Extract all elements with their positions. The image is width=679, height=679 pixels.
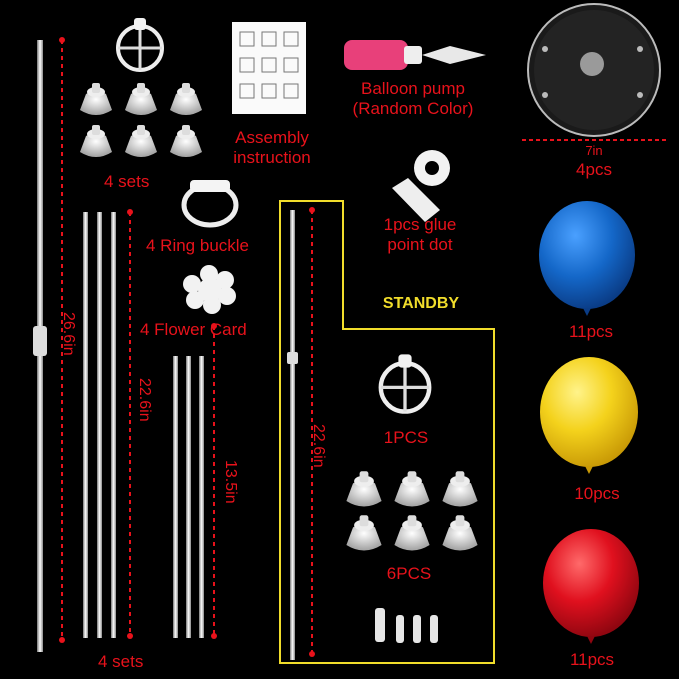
balloon-icon xyxy=(539,201,635,316)
standby-cups-count: 6PCS xyxy=(386,564,432,583)
standby-frame xyxy=(279,200,495,664)
dim-standby-label: 22.6in xyxy=(310,424,327,468)
pole-icon xyxy=(33,37,65,652)
pole-icon xyxy=(173,323,217,639)
flower-card-label: 4 Flower Card xyxy=(140,320,247,339)
connector-icon xyxy=(375,608,438,643)
ring-buckle-icon xyxy=(181,180,239,228)
suction-cup-icon xyxy=(346,471,478,551)
yellow-balloon-count: 10pcs xyxy=(574,484,620,503)
balloon-icon xyxy=(543,529,639,644)
red-balloon-count: 11pcs xyxy=(569,650,615,669)
dim-long-label: 26.6in xyxy=(60,312,77,356)
sets-bottom-label: 4 sets xyxy=(98,652,144,671)
balloon-holder-icon xyxy=(381,354,429,411)
pole-icon xyxy=(287,207,315,660)
instruction-sheet-icon xyxy=(232,22,306,114)
glue-label-line2: point dot xyxy=(387,235,453,254)
pump-label-line2: (Random Color) xyxy=(352,99,474,118)
balloon-icon xyxy=(540,357,638,474)
suction-cup-icon xyxy=(80,83,202,157)
dim-mid-label: 22.6in xyxy=(136,378,153,422)
ring-buckle-label: 4 Ring buckle xyxy=(146,236,250,255)
glue-dot-roll-icon xyxy=(392,150,450,222)
assembly-label-line2: instruction xyxy=(233,148,311,167)
glue-label-line1: 1pcs glue xyxy=(383,215,457,234)
dim-short-label: 13.5in xyxy=(222,460,239,504)
blue-balloon-count: 11pcs xyxy=(568,322,614,341)
balloon-holder-icon xyxy=(116,16,164,72)
standby-label: STANDBY xyxy=(382,295,460,312)
round-base-icon xyxy=(522,3,666,141)
sets-top-label: 4 sets xyxy=(104,172,150,191)
base-count-label: 4pcs xyxy=(576,160,612,179)
base-size-label: 7in xyxy=(585,143,603,158)
pole-icon xyxy=(83,209,133,639)
standby-holder-count: 1PCS xyxy=(383,428,429,447)
balloon-pump-icon xyxy=(344,40,486,70)
flower-card-icon xyxy=(183,265,236,314)
pump-label-line1: Balloon pump xyxy=(361,79,465,98)
assembly-label-line1: Assembly xyxy=(235,128,309,147)
